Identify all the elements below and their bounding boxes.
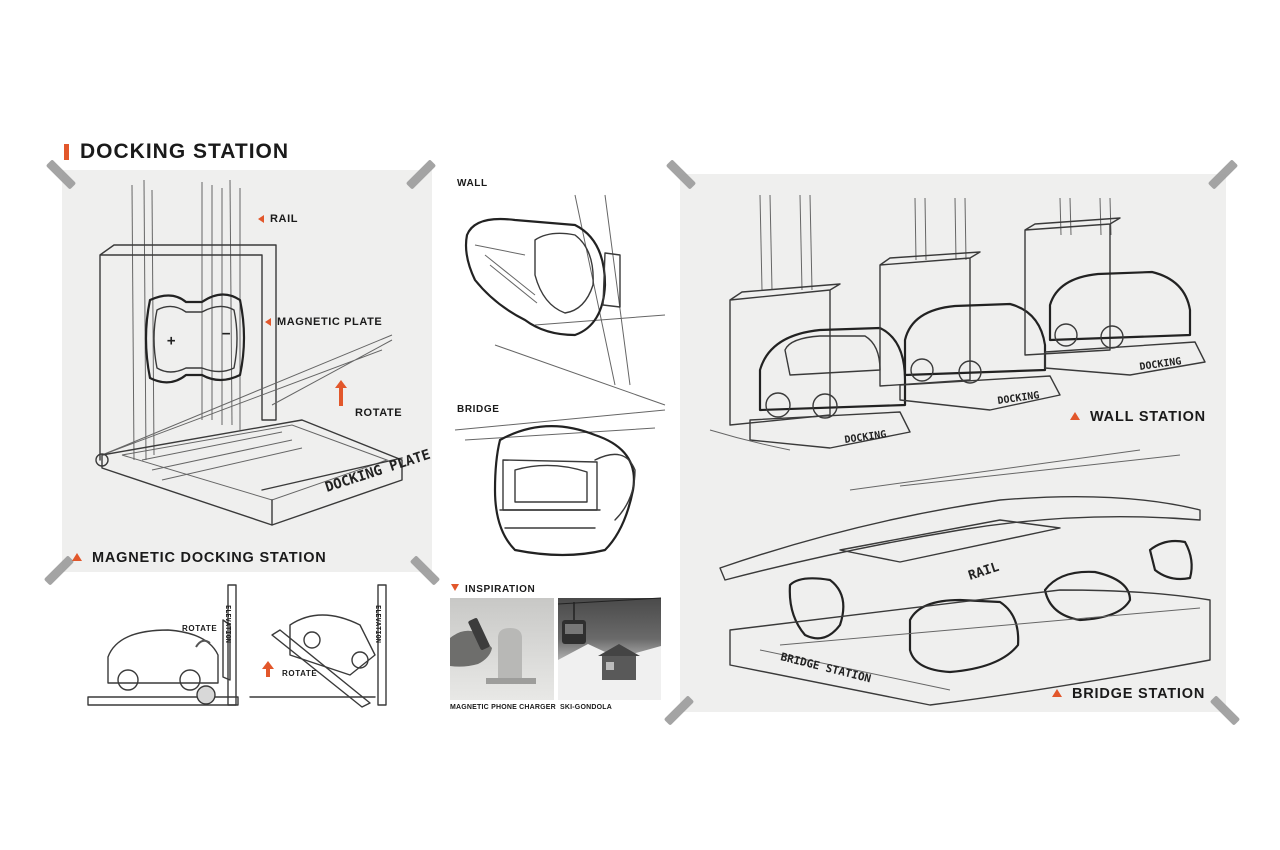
magnetic-docking-station-sketch: + − DOCKING PLATE: [95, 179, 432, 526]
rail-label: RAIL: [258, 213, 298, 225]
bridge-pod-sketch: [454, 409, 666, 557]
rotate-label-small-right: ROTATE: [282, 669, 318, 678]
rotate-label-small-left: ROTATE: [182, 624, 218, 633]
wall-pod-sketch: [464, 194, 666, 406]
bridge-station-caption: BRIDGE STATION: [1052, 686, 1205, 702]
page-title: DOCKING STATION: [80, 140, 290, 163]
rail-text: RAIL: [967, 560, 1002, 584]
title-accent-bar: [64, 144, 69, 160]
ski-gondola-photo: [557, 597, 662, 700]
magnetic-phone-charger-caption: MAGNETIC PHONE CHARGER: [450, 704, 556, 711]
elevation-handwriting-left: ELEVATION: [224, 605, 232, 643]
docking-text-3: DOCKING: [1139, 356, 1182, 373]
rotate-sketch-right: ELEVATION: [249, 584, 387, 708]
magnetic-phone-charger-photo: [450, 598, 554, 700]
wall-station-sketch: DOCKING DOCKING DOCKING: [709, 194, 1206, 451]
bridge-label: BRIDGE: [457, 404, 500, 415]
inspiration-label: INSPIRATION: [451, 584, 535, 595]
bridge-station-handwriting: BRIDGE STATION: [779, 650, 872, 685]
wall-label: WALL: [457, 178, 488, 189]
rotate-label: ROTATE: [355, 407, 403, 419]
magnetic-plate-label: MAGNETIC PLATE: [265, 316, 382, 328]
magnetic-docking-station-caption: MAGNETIC DOCKING STATION: [72, 550, 327, 566]
main-sketch-sheet: [62, 170, 432, 572]
svg-text:+: +: [167, 333, 175, 349]
wall-station-caption: WALL STATION: [1070, 409, 1206, 425]
rotate-sketch-left: ELEVATION: [87, 584, 239, 706]
elevation-handwriting-right: ELEVATION: [374, 605, 382, 643]
ski-gondola-caption: SKI-GONDOLA: [560, 704, 612, 711]
bridge-station-sketch: RAIL BRIDGE STATION: [719, 449, 1211, 706]
svg-text:−: −: [222, 326, 230, 342]
docking-text-1: DOCKING: [844, 429, 887, 446]
